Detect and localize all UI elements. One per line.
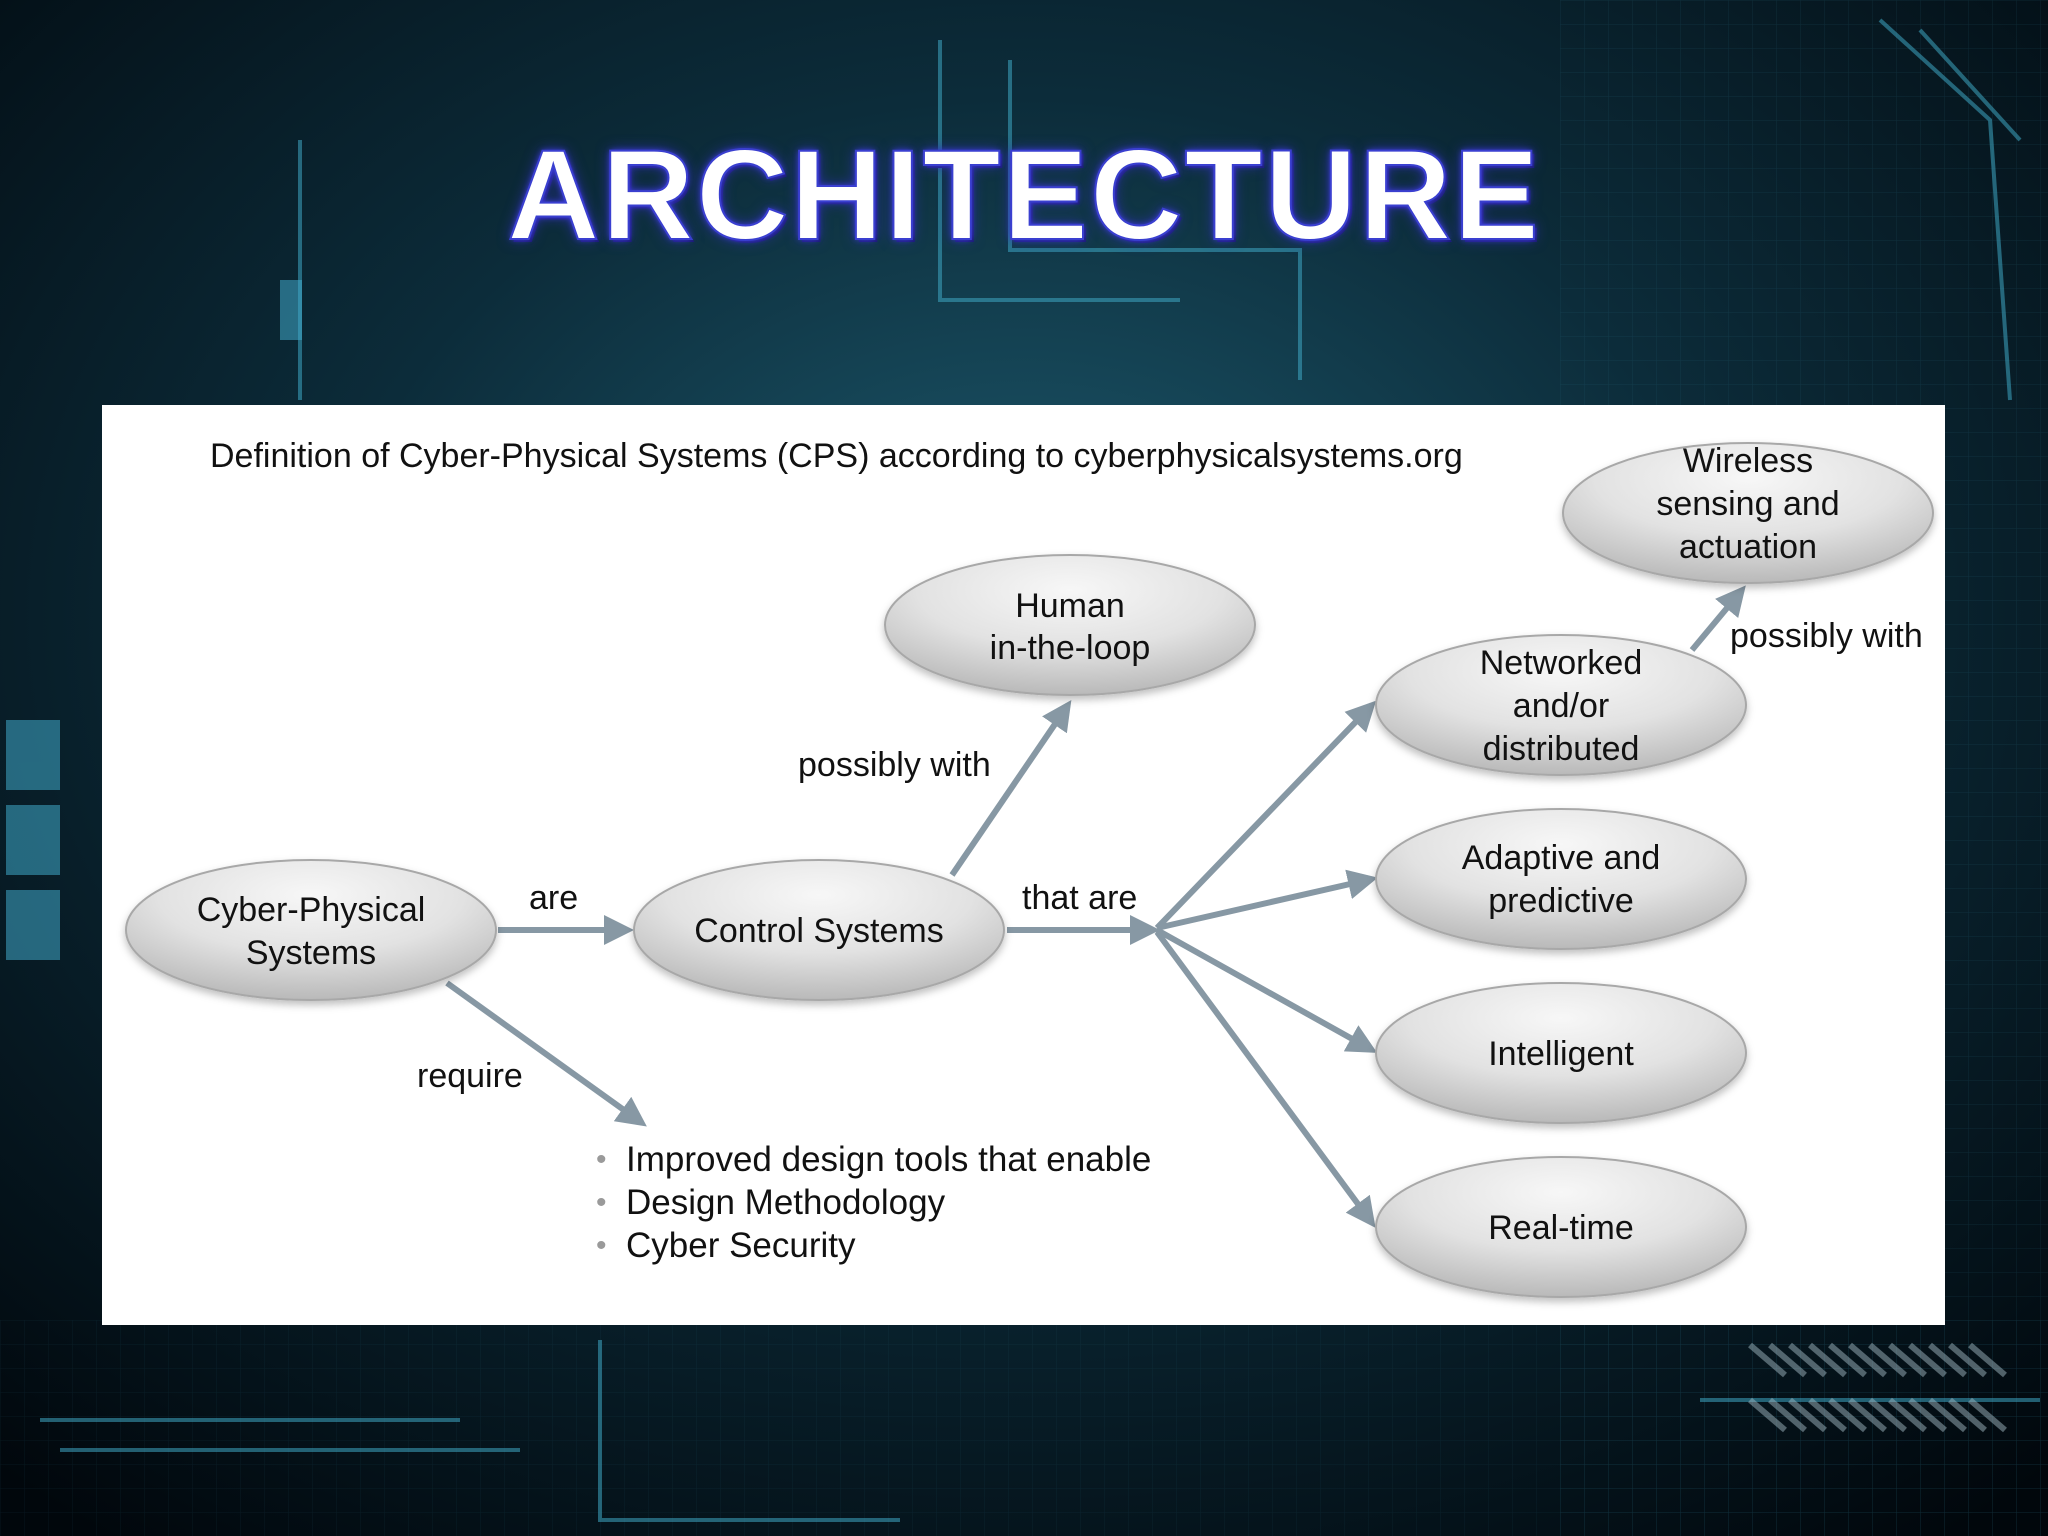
- diagram-caption: Definition of Cyber-Physical Systems (CP…: [210, 437, 1463, 475]
- node-networked-line-3: distributed: [1483, 730, 1640, 768]
- node-cps-line-1: Cyber-Physical: [197, 891, 426, 929]
- node-networked-distributed: Networked and/or distributed: [1375, 634, 1747, 776]
- list-item: • Cyber Security: [592, 1224, 1151, 1267]
- node-adaptive-line-2: predictive: [1488, 882, 1634, 920]
- diagram-panel: are that are possibly with possibly with…: [102, 405, 1945, 1325]
- list-item: • Design Methodology: [592, 1181, 1151, 1224]
- requirements-list: • Improved design tools that enable • Desi…: [592, 1138, 1151, 1267]
- requirement-text: Improved design tools that enable: [626, 1140, 1152, 1179]
- node-realtime-line-1: Real-time: [1488, 1209, 1633, 1247]
- edge-to-realtime-arrow: [1154, 930, 1376, 1228]
- node-wireless-line-1: Wireless: [1683, 442, 1813, 480]
- requirement-text: Cyber Security: [626, 1226, 856, 1265]
- node-wireless-sensing: Wireless sensing and actuation: [1562, 442, 1934, 584]
- bullet-icon: •: [596, 1143, 607, 1176]
- edge-label-are: are: [529, 879, 578, 917]
- list-item: • Improved design tools that enable: [592, 1138, 1151, 1181]
- node-intelligent: Intelligent: [1375, 982, 1747, 1124]
- edge-label-that-are: that are: [1022, 879, 1137, 917]
- node-adaptive-predictive: Adaptive and predictive: [1375, 808, 1747, 950]
- edge-possibly-with-wireless-arrow: [1689, 585, 1746, 652]
- edge-to-intelligent-arrow: [1155, 927, 1378, 1053]
- node-human-line-1: Human: [1015, 587, 1125, 625]
- node-control-line-1: Control Systems: [694, 912, 943, 950]
- requirement-text: Design Methodology: [626, 1183, 946, 1222]
- node-human-in-the-loop: Human in-the-loop: [884, 554, 1256, 696]
- node-control-systems: Control Systems: [633, 859, 1005, 1001]
- node-networked-line-2: and/or: [1513, 687, 1609, 725]
- node-cyber-physical-systems: Cyber-Physical Systems: [125, 859, 497, 1001]
- edge-require-arrow: [445, 980, 647, 1127]
- edge-label-possibly-with-human: possibly with: [798, 746, 991, 784]
- node-cps-line-2: Systems: [246, 934, 376, 972]
- slide-title: ARCHITECTURE: [506, 123, 1541, 268]
- bullet-icon: •: [596, 1229, 607, 1262]
- node-real-time: Real-time: [1375, 1156, 1747, 1298]
- edge-to-networked-arrow: [1154, 700, 1377, 931]
- node-adaptive-line-1: Adaptive and: [1462, 839, 1661, 877]
- node-wireless-line-3: actuation: [1679, 528, 1817, 566]
- edge-label-require: require: [417, 1057, 523, 1095]
- edge-to-adaptive-arrow: [1156, 869, 1378, 931]
- node-human-line-2: in-the-loop: [990, 629, 1151, 667]
- edge-label-possibly-with-wireless: possibly with: [1730, 617, 1923, 655]
- node-networked-line-1: Networked: [1480, 644, 1643, 682]
- edge-possibly-with-human-arrow: [949, 700, 1072, 877]
- node-wireless-line-2: sensing and: [1656, 485, 1839, 523]
- node-intelligent-line-1: Intelligent: [1488, 1035, 1634, 1073]
- cps-concept-diagram: are that are possibly with possibly with…: [125, 442, 1934, 1298]
- bullet-icon: •: [596, 1186, 607, 1219]
